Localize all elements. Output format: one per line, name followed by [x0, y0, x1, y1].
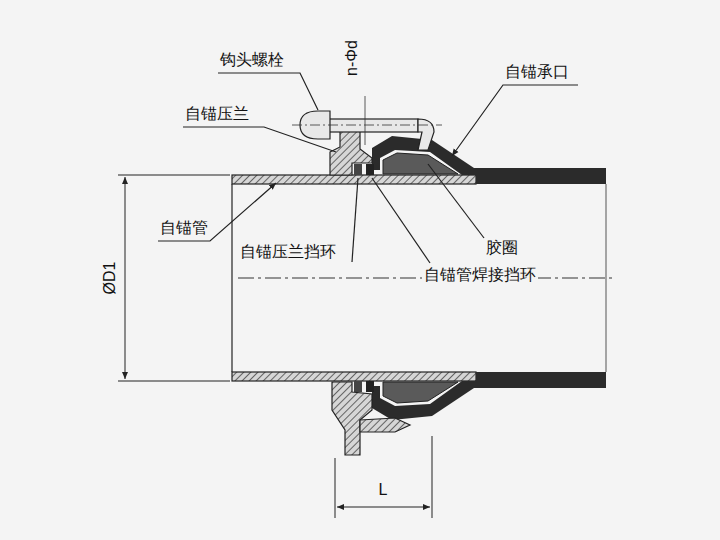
socket-bottom [354, 372, 606, 420]
dimension-l [335, 436, 432, 518]
part-label: 自锚压兰挡环 [238, 242, 338, 262]
hole-spec: n-Φd [342, 38, 362, 78]
dimension-d1 [118, 175, 230, 381]
dimension-label: L [377, 480, 390, 500]
socket-top [354, 136, 606, 184]
part-label: 自锚管 [158, 218, 210, 238]
part-label: 自锚承口 [503, 62, 571, 82]
dimension-label: ØD1 [100, 260, 120, 297]
socket-end [606, 184, 607, 372]
part-label: 胶圈 [484, 238, 520, 258]
pipe-wall [232, 372, 476, 381]
pipe-end [231, 184, 232, 372]
part-label: 自锚压兰 [183, 104, 251, 124]
leader-lines [158, 73, 578, 263]
part-label: 自锚管焊接挡环 [422, 265, 538, 285]
gland-top [330, 128, 372, 175]
gland-lug [360, 418, 410, 432]
gland-bottom [332, 382, 372, 455]
part-label: 钩头螺栓 [218, 50, 286, 70]
